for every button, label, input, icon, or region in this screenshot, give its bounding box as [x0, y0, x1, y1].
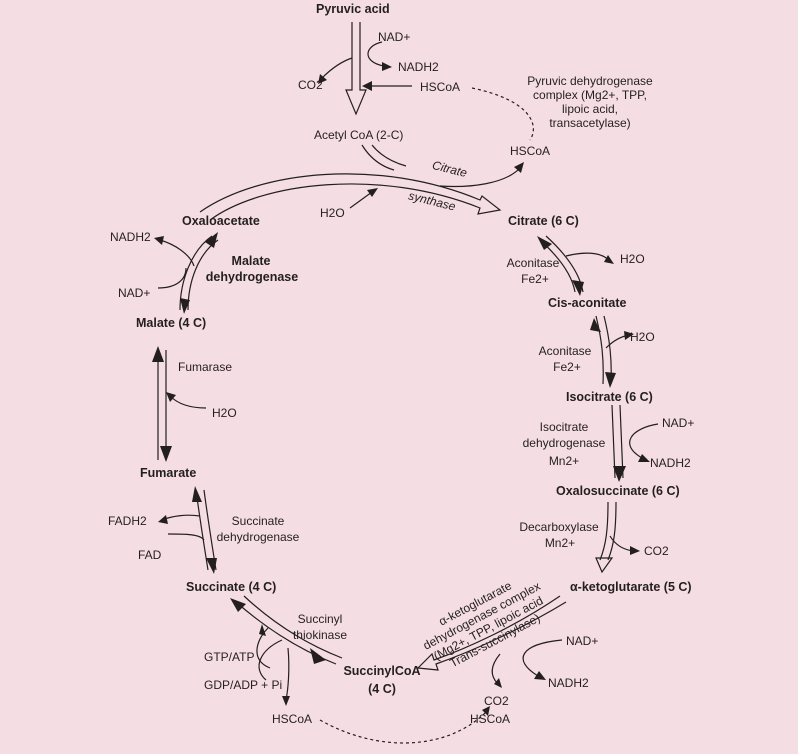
citrate-cisaconitate-arrow	[537, 235, 614, 296]
h2o-4: H2O	[212, 406, 237, 420]
oxalosuccinate: Oxalosuccinate (6 C)	[556, 484, 680, 498]
pyruvate-to-acetylcoa-arrow	[345, 22, 367, 116]
hscoa-2: HSCoA	[510, 144, 551, 158]
h2o-3: H2O	[630, 330, 655, 344]
nad-plus-3: NAD+	[662, 416, 695, 430]
co2-2: CO2	[644, 544, 669, 558]
alpha-ketoglutarate: α-ketoglutarate (5 C)	[570, 580, 692, 594]
pdh-dashed-link	[471, 87, 534, 141]
mn-1: Mn2+	[548, 454, 580, 468]
aconitase-2: Aconitase	[538, 344, 592, 358]
nadh2-1: NADH2	[398, 60, 439, 74]
citrate-synthase-arc	[199, 173, 502, 221]
citrate: Citrate (6 C)	[508, 214, 579, 228]
hscoa-3: HSCoA	[272, 712, 313, 726]
cis-aconitate: Cis-aconitate	[548, 296, 627, 310]
mn-2: Mn2+	[544, 536, 576, 550]
fe-2: Fe2+	[553, 360, 581, 374]
oxaloacetate: Oxaloacetate	[182, 214, 260, 228]
akg-succinylcoa-arrow	[416, 595, 567, 671]
succinyl-thiokinase-label-1: Succinyl	[297, 612, 343, 626]
gtp-atp: GTP/ATP	[204, 650, 255, 664]
fadh2: FADH2	[108, 514, 147, 528]
nad-plus-4: NAD+	[566, 634, 599, 648]
succinate-fumarate-arrow	[158, 486, 217, 574]
malate: Malate (4 C)	[136, 316, 207, 330]
nadh2-4: NADH2	[548, 676, 589, 690]
oxalosuccinate-akg-arrow	[595, 501, 640, 574]
fumarase: Fumarase	[178, 360, 233, 374]
succinate: Succinate (4 C)	[186, 580, 277, 594]
co2-1: CO2	[298, 78, 323, 92]
nad-plus-1: NAD+	[378, 30, 411, 44]
fe-1: Fe2+	[521, 272, 549, 286]
fumarate: Fumarate	[140, 466, 197, 480]
hscoa-1: HSCoA	[420, 80, 461, 94]
succinyl-thiokinase-label-2: thiokinase	[292, 628, 348, 642]
malate-dehydrogenase-label-1: Malate	[231, 254, 271, 268]
h2o-synthase-arrow	[349, 191, 373, 209]
nad-pdh-side-arrows	[318, 41, 412, 91]
malate-dehydrogenase-label-2: dehydrogenase	[205, 270, 299, 284]
nad-plus-2: NAD+	[118, 286, 151, 300]
nadh2-2: NADH2	[110, 230, 151, 244]
succinylcoa-label-2: (4 C)	[368, 682, 396, 696]
nad-akgdh-side-arrows	[491, 639, 563, 688]
hscoa-release-arrow	[439, 167, 521, 188]
cisaconitate-isocitrate-arrow	[590, 315, 634, 388]
succinate-dh-label-2: dehydrogenase	[216, 530, 300, 544]
succinate-dh-label-1: Succinate	[231, 514, 285, 528]
fad: FAD	[138, 548, 162, 562]
pdh-complex-label: Pyruvic dehydrogenase complex (Mg2+, TPP…	[527, 74, 653, 130]
isocitrate: Isocitrate (6 C)	[566, 390, 653, 404]
isocitrate-dh-label-1: Isocitrate	[539, 420, 589, 434]
succinylcoa-label-1: SuccinylCoA	[343, 664, 421, 678]
fumarate-malate-arrow	[152, 346, 207, 462]
acetyl-coa: Acetyl CoA (2-C)	[314, 128, 404, 142]
nadh2-3: NADH2	[650, 456, 691, 470]
isocitrate-dh-label-2: dehydrogenase	[522, 436, 606, 450]
malate-oxaloacetate-arrow	[154, 232, 219, 314]
decarboxylase: Decarboxylase	[519, 520, 599, 534]
h2o-2: H2O	[620, 252, 645, 266]
hscoa-4: HSCoA	[470, 712, 511, 726]
h2o-1: H2O	[320, 206, 345, 220]
hscoa-dashed-link	[319, 709, 489, 744]
co2-3: CO2	[484, 694, 509, 708]
succinylcoa-succinate-arrow	[230, 595, 343, 706]
acetylcoa-entry-lines	[361, 144, 407, 171]
aconitase-1: Aconitase	[506, 256, 560, 270]
title-pyruvic-acid: Pyruvic acid	[316, 2, 390, 16]
gdp-adp-pi: GDP/ADP + Pi	[204, 678, 283, 692]
isocitrate-oxalosuccinate-arrow	[611, 404, 659, 482]
